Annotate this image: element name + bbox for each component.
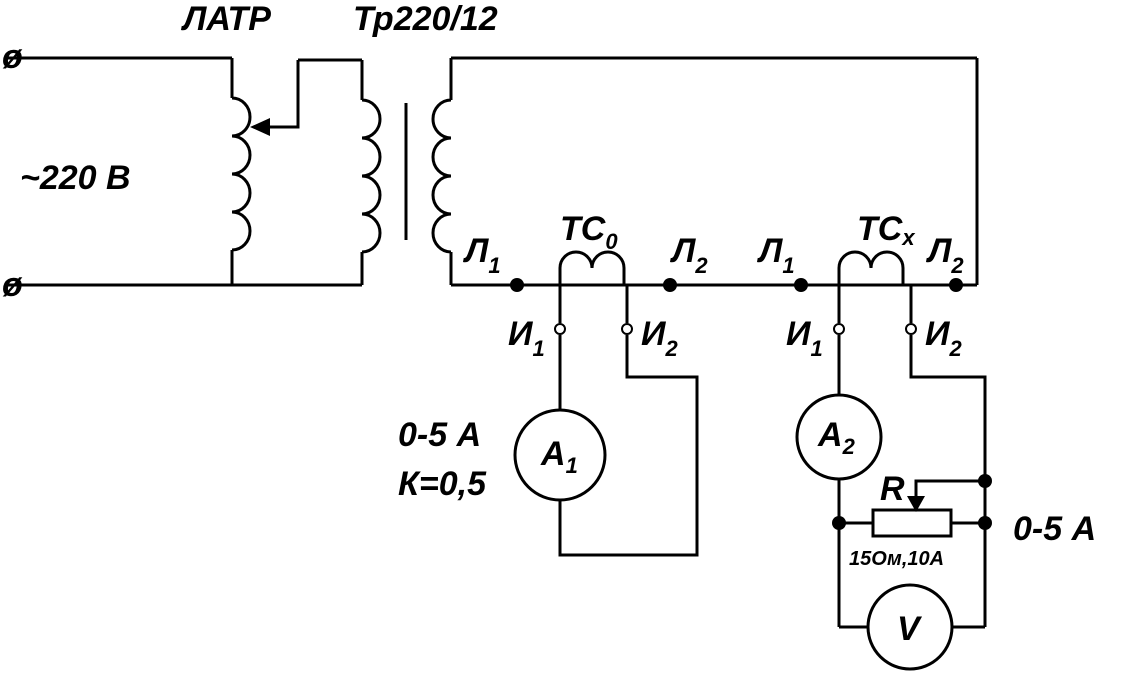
a1-coefficient-label: К=0,5 xyxy=(398,465,487,503)
mains-voltage-label: ~220 В xyxy=(20,159,131,197)
node-l2-tc0 xyxy=(663,278,677,292)
tcx-i1-terminal xyxy=(833,323,845,335)
resistor-rating-label: 15Ом,10А xyxy=(849,548,944,570)
tc0-i2-label: И2 xyxy=(641,315,678,361)
transformer-secondary-winding xyxy=(431,98,452,254)
secondary-loop xyxy=(451,56,979,292)
node-l2-tcx xyxy=(949,278,963,292)
latr-label: ЛАТР xyxy=(180,0,271,38)
a1-range-label: 0-5 А xyxy=(398,416,481,454)
node-r-left xyxy=(832,516,846,530)
mains-input: ø ø ~220 В xyxy=(2,38,362,304)
tc0-l1-label: Л1 xyxy=(462,232,501,278)
node-l1-tcx xyxy=(794,278,808,292)
tc0-winding xyxy=(558,250,626,285)
tcx-label: ТСx xyxy=(857,210,915,250)
voltmeter-symbol: V xyxy=(897,610,923,648)
a2-symbol: A2 xyxy=(817,416,856,459)
tcx-i2-label: И2 xyxy=(925,315,962,361)
mains-terminal-bottom: ø xyxy=(2,266,23,304)
tcx-transformer: ТСx Л1 Л2 И1 И2 xyxy=(756,210,964,361)
transformer-primary-winding xyxy=(361,98,382,254)
node-r-slider xyxy=(978,474,992,488)
resistor-r xyxy=(871,508,953,538)
latr-wiper xyxy=(268,60,300,129)
tc0-i1-terminal xyxy=(554,323,566,335)
tcx-i1-label: И1 xyxy=(786,315,823,361)
tcx-l1-label: Л1 xyxy=(756,232,795,278)
latr-winding xyxy=(231,96,252,252)
a2-circuit: A2 R 15Ом,10А 0-5 А V xyxy=(795,335,1096,671)
tcx-i2-terminal xyxy=(905,323,917,335)
right-range-label: 0-5 А xyxy=(1013,510,1096,548)
resistor-label: R xyxy=(880,470,905,508)
resistor-slider xyxy=(914,479,985,500)
tc0-i2-terminal xyxy=(621,323,633,335)
transformer: Тр220/12 xyxy=(353,0,498,285)
a1-symbol: A1 xyxy=(540,435,578,478)
resistor-slider-arrow xyxy=(907,496,925,512)
transformer-label: Тр220/12 xyxy=(353,0,498,38)
tc0-i1-label: И1 xyxy=(508,315,545,361)
latr-wiper-arrow xyxy=(250,118,270,136)
autotransformer: ЛАТР xyxy=(180,0,362,285)
a1-circuit: A1 0-5 А К=0,5 xyxy=(398,335,699,557)
tc0-l2-label: Л2 xyxy=(669,232,708,278)
tcx-l2-label: Л2 xyxy=(925,232,964,278)
node-l1-tc0 xyxy=(510,278,524,292)
tcx-winding xyxy=(837,250,905,285)
node-r-right xyxy=(978,516,992,530)
mains-terminal-top: ø xyxy=(2,38,23,76)
tc0-transformer: ТС0 Л1 Л2 И1 И2 xyxy=(462,210,708,361)
tc0-label: ТС0 xyxy=(560,210,618,254)
